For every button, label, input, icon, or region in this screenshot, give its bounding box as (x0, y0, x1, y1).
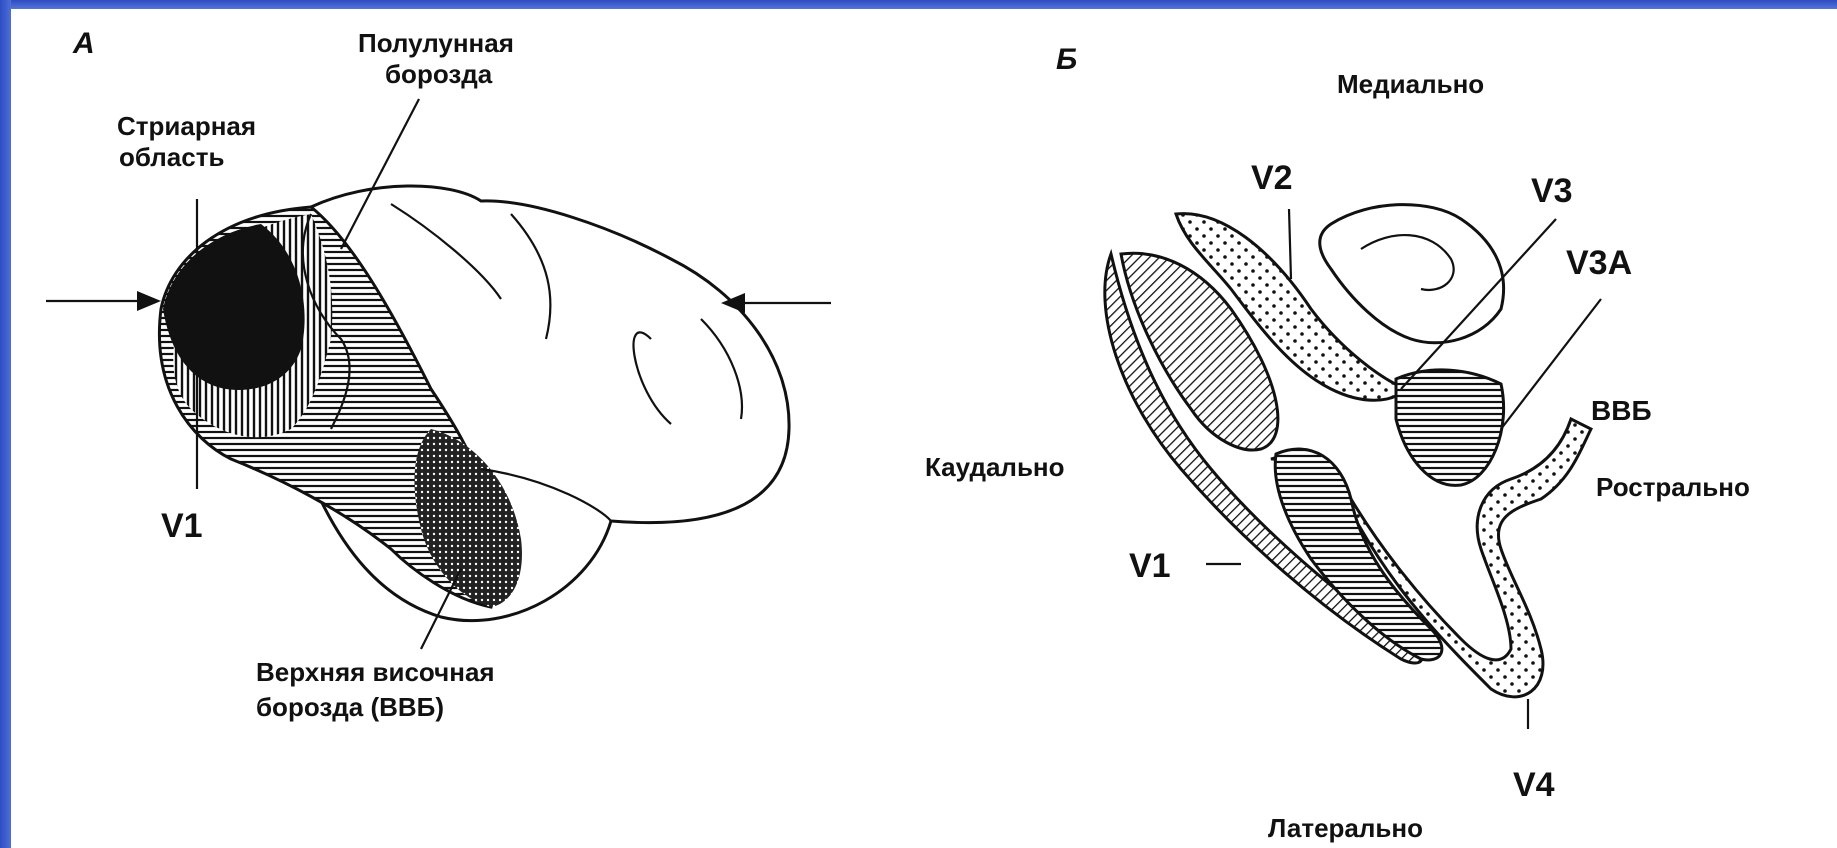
label-sts-line2: борозда (ВВБ) (256, 692, 444, 722)
label-v1-b: V1 (1129, 547, 1171, 585)
label-sts-line1: Верхняя височная (256, 657, 495, 687)
label-lunate-sulcus-line2: борозда (385, 59, 493, 89)
panel-b: Б Медиально V2 V3 V3A ВВБ Каудально Рост… (925, 43, 1750, 843)
label-v3: V3 (1531, 172, 1573, 210)
label-lunate-sulcus-line1: Полулунная (358, 28, 514, 58)
label-sts-b: ВВБ (1591, 395, 1652, 426)
label-caudally: Каудально (925, 452, 1065, 482)
left-arrowhead-icon (137, 291, 161, 311)
label-striate-area-line2: область (119, 142, 224, 172)
label-striate-area-line1: Стриарная (117, 111, 256, 141)
label-rostrally: Рострально (1596, 472, 1750, 502)
slide-left-border (0, 0, 11, 848)
panel-a: А Полулунная борозда Стриарная область V… (46, 27, 831, 722)
label-laterally: Латерально (1268, 813, 1423, 843)
leader-v3a (1501, 299, 1601, 429)
area-v3 (1396, 370, 1504, 485)
leader-v2 (1289, 209, 1291, 279)
label-v2: V2 (1251, 159, 1293, 197)
slide-top-border (0, 0, 1837, 9)
label-v4: V4 (1513, 766, 1555, 804)
gyrus-upper (1320, 205, 1504, 343)
brain-visual-areas-figure: А Полулунная борозда Стриарная область V… (11, 9, 1837, 848)
label-v1-a: V1 (161, 507, 203, 545)
panel-b-letter: Б (1056, 43, 1077, 76)
panel-a-letter: А (72, 27, 95, 60)
label-medially: Медиально (1337, 69, 1484, 99)
slide-canvas: А Полулунная борозда Стриарная область V… (11, 9, 1837, 848)
label-v3a: V3A (1566, 244, 1632, 282)
